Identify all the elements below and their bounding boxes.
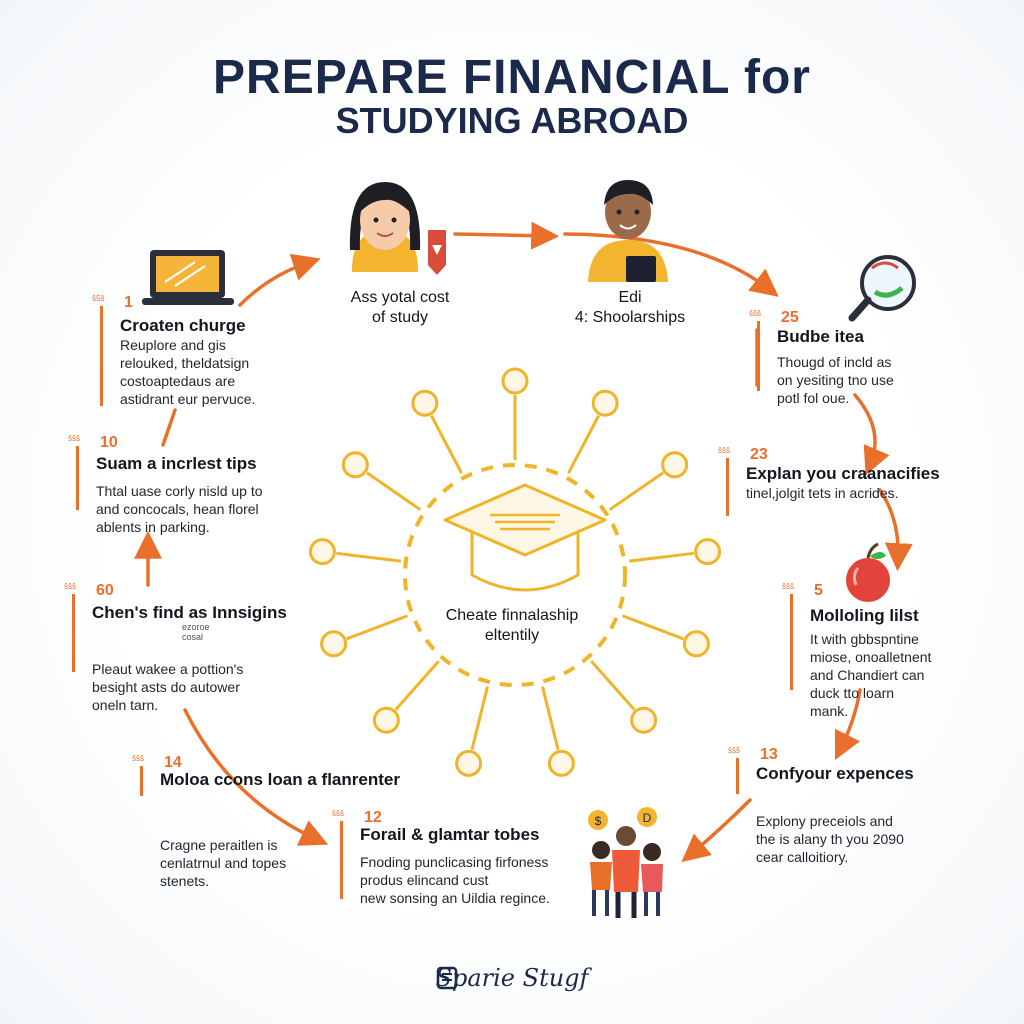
step-heading: Explan you craanacifies: [746, 464, 940, 483]
step-description: Explony preceiols and the is alany th yo…: [756, 813, 904, 865]
family-icon: $ D: [588, 807, 663, 918]
coin-icon: [630, 706, 658, 734]
cycle-arrows: [134, 221, 913, 863]
ray-line: [336, 551, 402, 563]
svg-text:$: $: [595, 814, 602, 828]
step-number: 60: [96, 582, 114, 599]
arrow-right-2: [853, 393, 890, 476]
step-number: 23: [750, 446, 768, 463]
graduation-cap-icon: [443, 483, 607, 592]
step-heading: Confyour expences: [756, 764, 914, 783]
wallet-icon: [694, 538, 722, 566]
star-badge-icon: [591, 389, 619, 417]
ray-line: [366, 471, 422, 511]
label-total-cost: Ass yotal cost of study: [350, 289, 450, 326]
coin-stack-icon: [661, 451, 689, 479]
step-subtext: ezoroe cosal: [182, 622, 210, 642]
step-number: 5: [814, 582, 823, 599]
step-heading: Budbe itea: [777, 327, 864, 346]
student-girl-icon: [349, 182, 446, 275]
apple-icon: [846, 542, 890, 602]
step-heading: Croaten churge: [120, 316, 246, 335]
step-description: Pleaut wakee a pottion's besight asts do…: [92, 661, 244, 713]
coin-stack-icon: [320, 630, 348, 658]
title-line-1: PREPARE FINANCIAL for: [213, 51, 811, 104]
arrow-laptop-to-girl: [238, 253, 321, 307]
ray-line: [541, 686, 560, 751]
svg-text:D: D: [643, 811, 652, 825]
arrow-left-2: [161, 408, 177, 447]
ray-line: [394, 660, 440, 711]
step-description: Thougd of incld as on yesiting tno use p…: [777, 354, 894, 406]
step-description: Fnoding punclicasing firfoness produs el…: [360, 854, 550, 906]
megaphone-icon: [308, 538, 336, 566]
arrow-right-3: [878, 488, 913, 572]
coin-stack-icon: [372, 706, 400, 734]
step-number: 10: [100, 434, 118, 451]
step-heading: Forail & glamtar tobes: [360, 825, 540, 844]
center-label: Cheate finnalaship eltentily: [445, 607, 579, 644]
ray-line: [590, 660, 636, 711]
step-description: Cragne peraitlen is cenlatrnul and topes…: [160, 837, 287, 889]
ray-line: [346, 614, 409, 641]
ray-line: [628, 551, 694, 563]
ray-line: [470, 686, 489, 751]
step-heading: Chen's find as Innsigins: [92, 603, 287, 622]
arrow-bottom-right: [681, 798, 752, 863]
arrow-girl-to-boy: [453, 221, 560, 250]
footer-brand: Sparie Stugf: [435, 964, 589, 992]
label-scholarships: Edi 4: Shoolarships: [574, 289, 686, 326]
magnifier-icon: [848, 255, 916, 322]
step-description: It with gbbspntine miose, onoalletnent a…: [810, 631, 932, 719]
coin-icon: [501, 367, 529, 395]
coin-icon: [455, 749, 483, 777]
title-line-2: STUDYING ABROAD: [335, 100, 689, 141]
step-heading: Suam a incrlest tips: [96, 454, 257, 473]
student-boy-icon: [588, 180, 668, 282]
laptop-icon: [142, 250, 234, 305]
arrow-right-4: [834, 688, 862, 761]
step-heading: Molloling lilst: [810, 606, 919, 625]
gear-icon: [682, 630, 710, 658]
step-number: 13: [760, 746, 778, 763]
step-description: Reuplore and gis relouked, theldatsign c…: [120, 337, 256, 407]
step-number: 1: [124, 294, 133, 311]
arrow-bottom-left: [183, 708, 329, 846]
step-number: 12: [364, 809, 382, 826]
pin-icon: [411, 389, 439, 417]
ray-line: [567, 414, 600, 474]
brand-logo-icon: [436, 966, 458, 990]
ray-line: [430, 414, 463, 474]
step-heading: Moloa ccons loan a flanrenter: [160, 770, 400, 789]
arrow-boy-to-magnifier: [563, 232, 779, 297]
shield-icon: [547, 749, 575, 777]
balance-icon: [341, 451, 369, 479]
step-number: 25: [781, 309, 799, 326]
step-description: tinel,jolgit tets in acrides.: [746, 485, 899, 501]
ray-line: [608, 471, 664, 511]
step-number: 14: [164, 754, 182, 771]
center-ring: [308, 367, 722, 777]
step-description: Thtal uase corly nisld up to and concoca…: [96, 483, 263, 535]
ray-line: [621, 614, 684, 641]
